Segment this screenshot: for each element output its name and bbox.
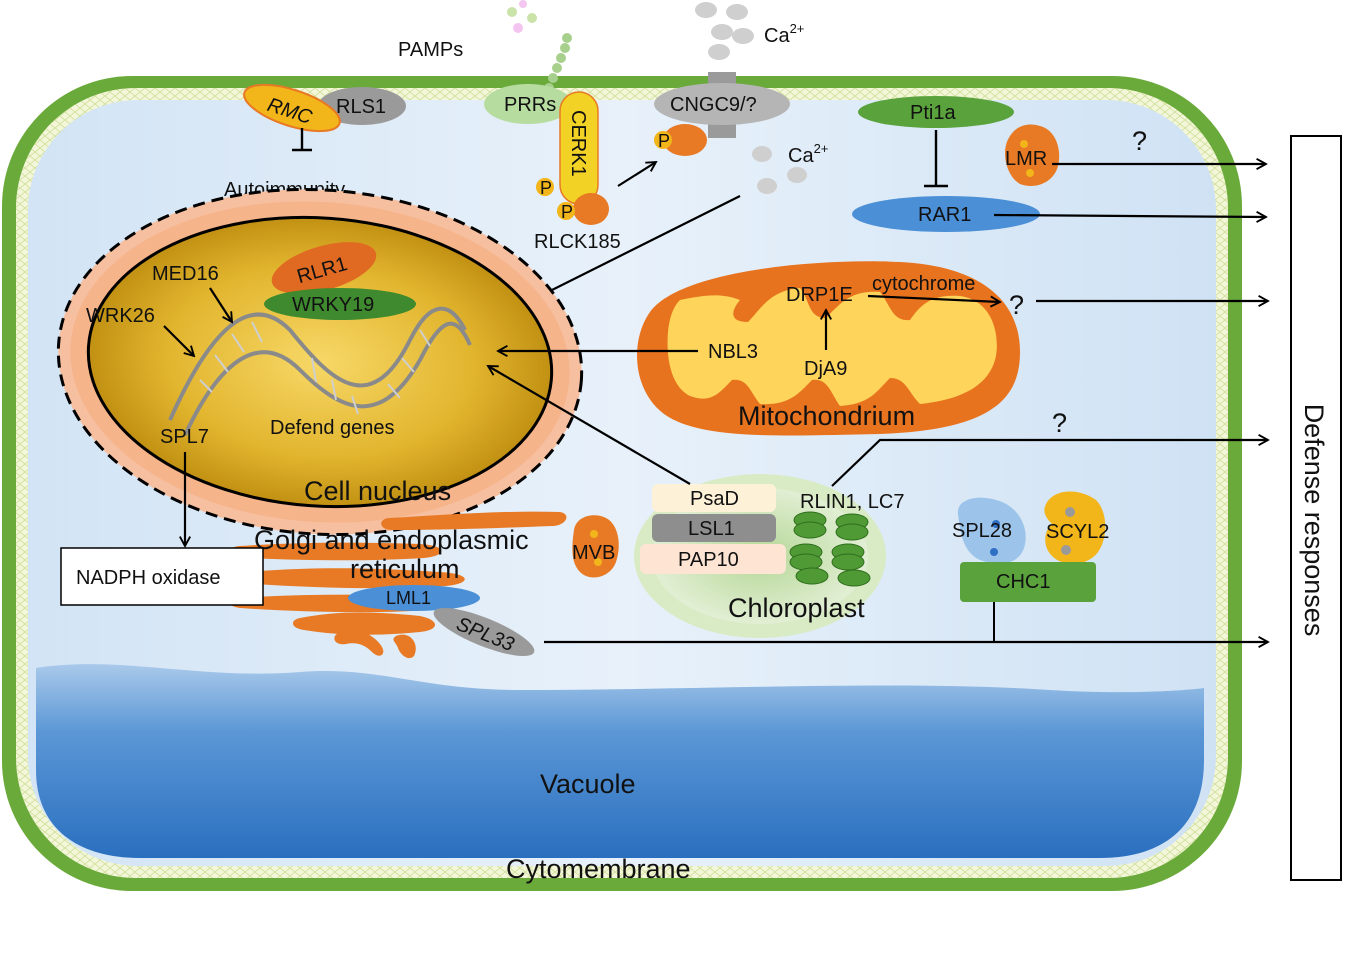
med16-label: MED16 — [152, 263, 219, 285]
spl28-dot-1 — [992, 520, 1000, 528]
lml1-protein — [348, 585, 480, 611]
chc1-box — [960, 562, 1096, 602]
dja9-label: DjA9 — [804, 358, 847, 380]
cell-nucleus-label: Cell nucleus — [304, 476, 451, 506]
golgi-label-2: reticulum — [350, 554, 460, 584]
rar1-label: RAR1 — [918, 204, 971, 226]
mitochondrium-label: Mitochondrium — [738, 401, 915, 431]
rlck-to-cngc-arrow — [617, 162, 656, 187]
scyl2-protein — [1044, 491, 1106, 564]
cerk1-label: CERK1 — [567, 110, 589, 177]
mvb-label: MVB — [572, 542, 615, 564]
spl28-protein — [957, 497, 1026, 564]
psad-box — [652, 484, 776, 512]
spl33-protein — [433, 607, 535, 657]
ligand-chain — [544, 33, 572, 93]
lml1-label: LML1 — [386, 588, 431, 608]
pap10-box — [640, 544, 786, 574]
lmr-dot-1 — [1020, 140, 1028, 148]
lsl1-box — [652, 514, 776, 542]
nbl3-label: NBL3 — [708, 341, 758, 363]
pamps-dots — [507, 0, 537, 33]
wrk26-label: WRK26 — [86, 305, 155, 327]
lmr-dot-2 — [1026, 169, 1034, 177]
pap10-label: PAP10 — [678, 549, 739, 571]
prrs-receptor — [484, 84, 572, 124]
rlin1-label: RLIN1, LC7 — [800, 491, 905, 513]
spl7-label: SPL7 — [160, 426, 209, 448]
pti1a-inhibit-line — [924, 130, 948, 188]
rar1-protein — [852, 196, 1040, 232]
prrs-label: PRRs — [504, 94, 556, 116]
cngc9-channel — [654, 83, 790, 125]
calcium-inner-label: Ca2+ — [788, 141, 828, 167]
chloroplast-to-nucleus-arrow — [488, 366, 691, 485]
defend-genes-label: Defend genes — [270, 417, 395, 439]
calcium-top-label: Ca2+ — [764, 21, 804, 47]
wrky19-protein — [264, 288, 416, 320]
phospho-3 — [654, 131, 672, 149]
wrky19-label: WRKY19 — [292, 294, 374, 316]
p1-label: P — [540, 178, 552, 198]
rlck185-label: RLCK185 — [534, 231, 621, 253]
lsl1-label: LSL1 — [688, 518, 735, 540]
mvb-dot-1 — [590, 530, 598, 538]
rls1-label: RLS1 — [336, 96, 386, 118]
pti1a-label: Pti1a — [910, 102, 956, 124]
phospho-1 — [536, 178, 554, 196]
lmr-question: ? — [1132, 126, 1147, 156]
rlck185-protein — [573, 193, 609, 225]
dna-helix — [168, 306, 472, 436]
mitochondrium-inner — [667, 288, 997, 406]
rmc-protein — [243, 83, 341, 133]
nadph-oxidase-box — [60, 547, 264, 606]
psad-label: PsaD — [690, 488, 739, 510]
scyl2-label: SCYL2 — [1046, 521, 1109, 543]
defense-responses-box — [1290, 135, 1342, 881]
chloroplast-to-defense-line — [831, 440, 1268, 487]
rls1-protein — [318, 87, 406, 125]
cngc9-target-protein — [663, 124, 707, 156]
drp1e-label: DRP1E — [786, 284, 853, 306]
scyl2-dot-2 — [1061, 545, 1071, 555]
thylakoid-stacks — [789, 511, 871, 587]
scyl2-dot-1 — [1065, 507, 1075, 517]
vacuole — [36, 664, 1204, 858]
wrk26-arrow — [163, 325, 194, 356]
chc1-label: CHC1 — [996, 571, 1050, 593]
mito-question: ? — [1009, 290, 1024, 320]
mvb-vesicle — [572, 515, 619, 578]
rmc-inhibit-line — [292, 128, 312, 152]
calcium-ions-top — [695, 2, 754, 60]
golgi-er-stacks — [228, 511, 567, 659]
vacuole-label: Vacuole — [540, 769, 636, 799]
golgi-label-1: Golgi and endoplasmic — [254, 525, 529, 555]
mvb-dot-2 — [594, 558, 602, 566]
p3-label: P — [658, 131, 670, 151]
cngc9-label: CNGC9/? — [670, 94, 757, 116]
lmr-protein — [1005, 124, 1060, 186]
chloroplast-label: Chloroplast — [728, 593, 865, 623]
nadph-label: NADPH oxidase — [76, 567, 221, 589]
calcium-ions-inner — [752, 146, 807, 194]
spl28-label: SPL28 — [952, 520, 1012, 542]
med16-arrow — [209, 287, 232, 322]
phospho-2 — [557, 202, 575, 220]
p2-label: P — [561, 202, 573, 222]
pti1a-protein — [858, 96, 1014, 128]
spl28-dot-2 — [990, 548, 998, 556]
drp1e-to-q-arrow — [867, 294, 1000, 302]
rar1-to-defense-arrow — [993, 215, 1266, 217]
lmr-label: LMR — [1005, 148, 1047, 170]
chloro-question: ? — [1052, 408, 1067, 438]
defense-responses-label: Defense responses — [1299, 404, 1329, 637]
cytomembrane-label: Cytomembrane — [506, 854, 691, 884]
pamps-label: PAMPs — [398, 39, 463, 61]
cytochrome-label: cytochrome — [872, 273, 975, 295]
rlr1-protein — [271, 242, 377, 294]
